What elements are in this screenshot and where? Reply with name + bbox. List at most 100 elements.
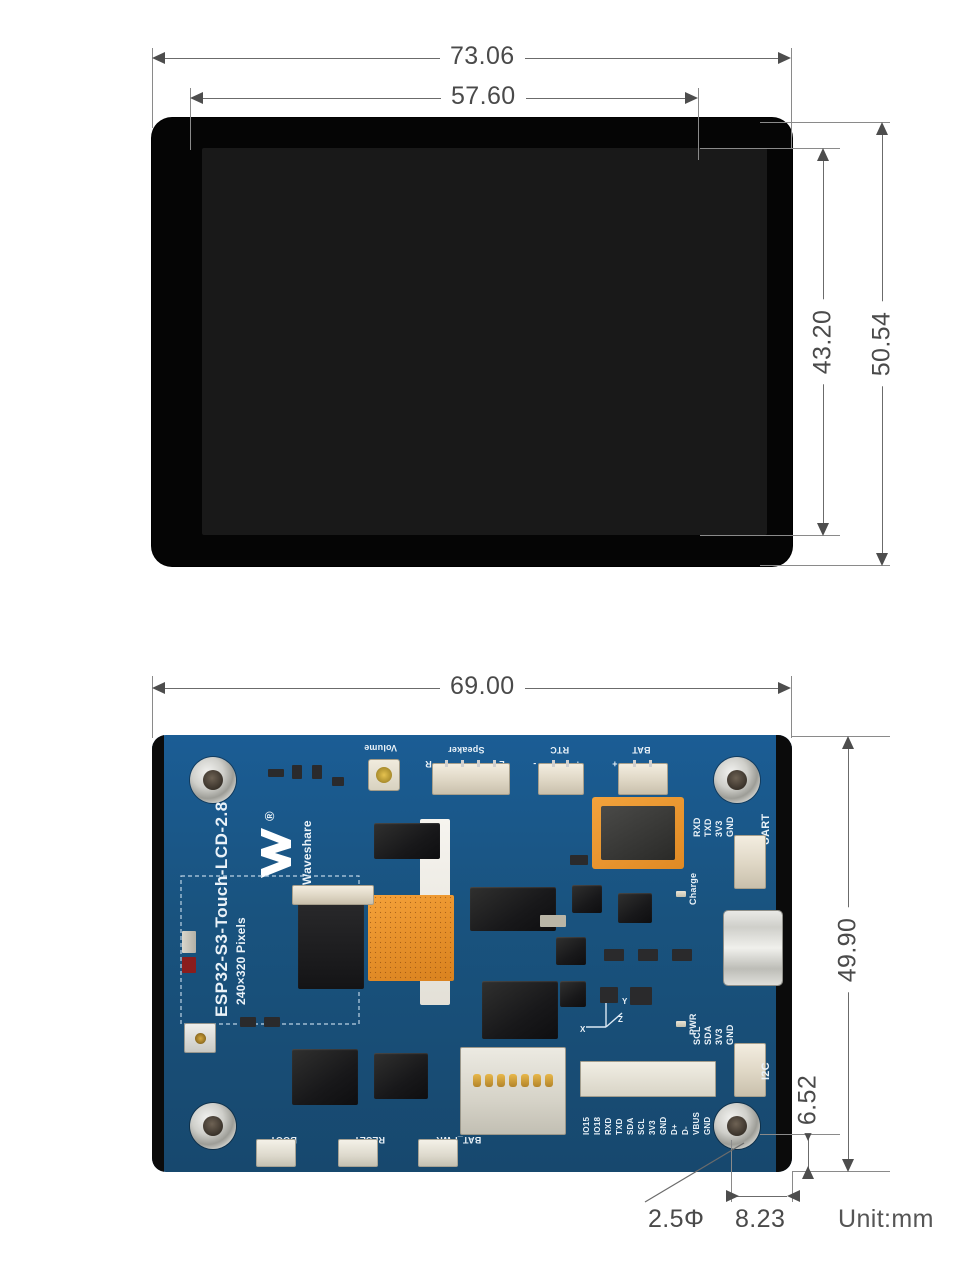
pcb-right-edge-shadow — [776, 735, 792, 1172]
silk-rtc-label: RTC — [550, 745, 570, 755]
lcd-zif-connector — [298, 893, 364, 989]
pcb-left-edge-shadow — [152, 735, 164, 1172]
dim-arrow-6-52-bottom — [802, 1166, 814, 1179]
silk-header-pin-scl: SCL — [637, 1118, 646, 1135]
i2c-connector — [734, 1043, 766, 1097]
silk-header-pin-3v3: 3V3 — [648, 1120, 657, 1135]
dim-arrow-73-06-right — [778, 52, 791, 64]
silk-speaker-right: R — [425, 759, 432, 769]
silk-header-pin-txd: TXD — [615, 1118, 624, 1135]
crystal-oscillator — [540, 915, 566, 927]
dim-arrow-49-90-top — [842, 736, 854, 749]
ext-line-hole-center-vert — [731, 1140, 732, 1202]
reset-button[interactable] — [338, 1139, 378, 1167]
silk-i2c-pin-scl: SCL — [692, 1026, 702, 1045]
pcb-bottom-view: ESP32-S3-Touch-LCD-2.8 240×320 Pixels Wa… — [152, 735, 792, 1172]
silk-bat-plus: + — [612, 759, 618, 769]
mounting-hole-bottom-left — [190, 1103, 236, 1149]
usb-c-connector — [724, 911, 782, 985]
silk-brand-mark: ® — [262, 811, 277, 821]
silk-charge-label: Charge — [688, 872, 698, 905]
ext-line-hole-center — [760, 1134, 840, 1135]
smd-passive — [312, 765, 322, 779]
smd-passive — [672, 949, 692, 961]
dim-label-panel-outer-width: 73.06 — [440, 42, 525, 71]
ext-line-pcb-right-bottom — [792, 1172, 793, 1202]
silk-axis-z: Z — [618, 1015, 624, 1024]
smd-passive — [630, 987, 652, 1005]
unit-note: Unit:mm — [838, 1205, 934, 1233]
rtc-connector — [538, 760, 584, 795]
silk-header-pin-io15: IO15 — [582, 1116, 591, 1135]
dim-arrow-43-20-top — [817, 148, 829, 161]
rf-shield-module — [592, 797, 684, 869]
silk-bat-label: BAT — [632, 745, 651, 755]
silk-uart-pin-gnd: GND — [725, 816, 735, 837]
smd-passive — [570, 855, 588, 865]
silk-header-pin-io18: IO18 — [593, 1116, 602, 1135]
smd-passive — [264, 1017, 280, 1027]
silk-header-pin-sda: SDA — [626, 1117, 635, 1136]
bat-pwr-button[interactable] — [418, 1139, 458, 1167]
dim-arrow-73-06-left — [152, 52, 165, 64]
volume-potentiometer — [368, 759, 400, 791]
dim-label-panel-active-width: 57.60 — [441, 82, 526, 111]
silk-i2c-pin-gnd: GND — [725, 1024, 735, 1045]
lcd-zif-latch — [292, 885, 374, 905]
silk-header-pin-rxd: RXD — [604, 1117, 613, 1136]
lcd-active-area — [202, 148, 767, 535]
dim-arrow-8-23-right — [787, 1190, 800, 1202]
dim-arrow-49-90-bottom — [842, 1159, 854, 1172]
silk-axis-x: X — [580, 1025, 586, 1034]
smd-passive — [292, 765, 302, 779]
dim-label-hole-offset-vertical: 6.52 — [793, 1066, 823, 1134]
ext-line-panel-right — [791, 48, 792, 148]
smd-passive — [268, 769, 284, 777]
dim-arrow-50-54-top — [876, 122, 888, 135]
smd-passive — [332, 777, 344, 786]
microsd-card-slot — [460, 1047, 566, 1135]
ufl-antenna-connector — [184, 1023, 216, 1053]
power-led — [676, 1021, 686, 1027]
dim-line-6-52 — [808, 1134, 809, 1172]
silk-header-pin-gnd2: GND — [703, 1116, 712, 1135]
silk-i2c-label: I2C — [760, 1062, 772, 1080]
dim-label-panel-active-height: 43.20 — [808, 299, 838, 385]
smd-led-indicator — [182, 957, 196, 973]
ext-line-active-right — [698, 88, 699, 160]
silk-uart-pin-3v3: 3V3 — [714, 820, 724, 837]
ext-line-active-top — [700, 148, 840, 149]
mounting-hole-top-right — [714, 757, 760, 803]
esp32-s3-soc — [292, 1049, 358, 1105]
rtc-ic — [560, 981, 586, 1007]
dim-arrow-57-60-right — [685, 92, 698, 104]
waveshare-logo-icon — [261, 828, 291, 878]
lcd-fpc-ribbon — [368, 895, 454, 981]
silk-rtc-minus: - — [533, 759, 537, 769]
dim-label-hole-diameter: 2.5Φ — [648, 1205, 705, 1233]
power-management-ic — [482, 981, 558, 1039]
dim-arrow-69-00-right — [778, 682, 791, 694]
rf-shield-die — [601, 806, 675, 860]
silk-uart-pin-rxd: RXD — [692, 817, 702, 837]
dim-arrow-50-54-bottom — [876, 553, 888, 566]
silk-axis-y: Y — [622, 997, 628, 1006]
speaker-connector — [432, 760, 510, 795]
silk-header-pin-dminus: D- — [681, 1126, 690, 1135]
dim-arrow-69-00-left — [152, 682, 165, 694]
mounting-hole-bottom-right — [714, 1103, 760, 1149]
ext-line-pcb-left — [152, 676, 153, 738]
ext-line-panel-top — [760, 122, 890, 123]
smd-led-red — [182, 931, 196, 953]
silk-header-pin-gnd1: GND — [659, 1116, 668, 1135]
ext-line-pcb-right — [791, 676, 792, 738]
dim-label-hole-offset-horizontal: 8.23 — [735, 1205, 786, 1233]
ext-line-pcb-bottom — [792, 1171, 890, 1172]
ext-line-panel-left — [152, 48, 153, 128]
boot-button[interactable] — [256, 1139, 296, 1167]
silk-header-pin-vbus: VBUS — [692, 1111, 701, 1135]
codec-ic — [572, 885, 602, 913]
ext-line-pcb-top — [792, 736, 890, 737]
silk-speaker-label: Speaker — [448, 745, 485, 755]
dim-label-pcb-height: 49.90 — [833, 907, 863, 993]
